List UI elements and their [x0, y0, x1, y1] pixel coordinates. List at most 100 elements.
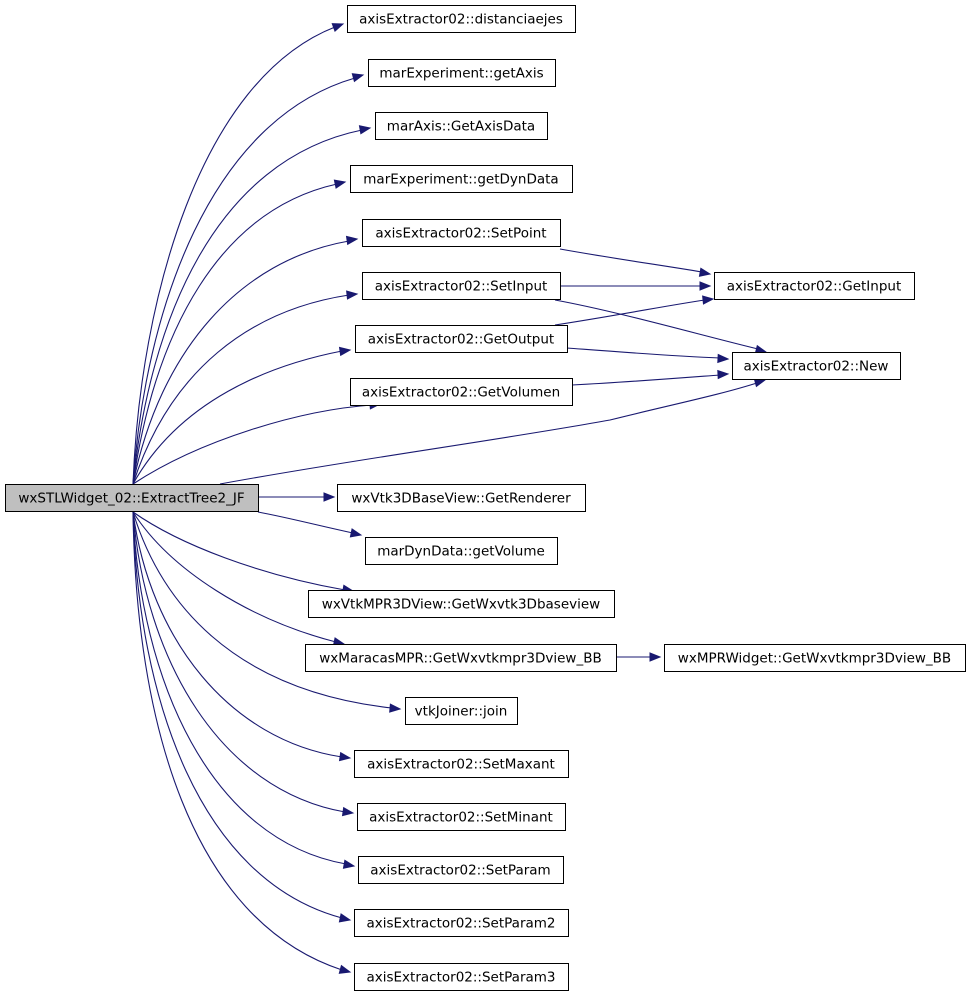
- edge-line: [571, 374, 721, 386]
- node-box: [354, 963, 569, 991]
- arrowhead-icon: [346, 290, 359, 300]
- node-axisdata[interactable]: marAxis::GetAxisData: [375, 112, 548, 140]
- node-dist[interactable]: axisExtractor02::distanciaejes: [347, 5, 576, 33]
- node-label: axisExtractor02::SetPoint: [375, 226, 546, 242]
- node-label: axisExtractor02::GetVolumen: [362, 385, 560, 401]
- node-root[interactable]: wxSTLWidget_02::ExtractTree2_JF: [5, 484, 259, 512]
- node-box: [305, 644, 617, 672]
- edge-root-to-param2: [132, 511, 352, 923]
- node-label: wxSTLWidget_02::ExtractTree2_JF: [18, 491, 244, 507]
- edge-root-to-getaxis: [132, 73, 365, 485]
- node-label: axisExtractor02::SetParam: [370, 863, 550, 879]
- edge-line: [559, 248, 703, 273]
- edge-getvol-to-new: [571, 369, 730, 386]
- node-box: [405, 697, 518, 725]
- arrowhead-icon: [699, 281, 712, 291]
- edge-root-to-param: [132, 511, 356, 869]
- node-label: wxVtk3DBaseView::GetRenderer: [351, 491, 571, 507]
- node-wxvtk3d[interactable]: wxVtkMPR3DView::GetWxvtk3Dbaseview: [308, 590, 615, 618]
- node-label: marExperiment::getDynData: [363, 172, 558, 188]
- arrowhead-icon: [341, 806, 355, 817]
- arrowhead-icon: [702, 295, 715, 305]
- edge-line: [132, 183, 338, 485]
- node-getinput[interactable]: axisExtractor02::GetInput: [714, 272, 915, 300]
- node-box: [350, 378, 573, 406]
- node-label: vtkJoiner::join: [415, 704, 508, 720]
- arrowhead-icon: [331, 23, 345, 33]
- node-box: [355, 325, 568, 353]
- node-label: wxMaracasMPR::GetWxvtkmpr3Dview_BB: [319, 651, 601, 667]
- edge-root-to-maxant: [132, 511, 352, 762]
- edge-line: [132, 129, 363, 485]
- node-getvol[interactable]: axisExtractor02::GetVolumen: [350, 378, 573, 406]
- edge-line: [257, 511, 354, 534]
- edge-maracas-to-mprwidget: [616, 652, 662, 662]
- edge-root-to-volume: [257, 511, 363, 538]
- arrowhead-icon: [345, 235, 359, 246]
- arrowhead-icon: [349, 528, 363, 538]
- node-maxant[interactable]: axisExtractor02::SetMaxant: [354, 750, 569, 778]
- edge-setinput-to-getinput: [560, 281, 712, 291]
- edge-getoutput-to-new: [566, 347, 730, 364]
- node-label: wxVtkMPR3DView::GetWxvtk3Dbaseview: [322, 597, 600, 613]
- node-minant[interactable]: axisExtractor02::SetMinant: [357, 803, 566, 831]
- node-label: axisExtractor02::SetMinant: [369, 810, 553, 826]
- arrowhead-icon: [338, 346, 352, 357]
- edge-line: [132, 511, 343, 919]
- node-param[interactable]: axisExtractor02::SetParam: [358, 856, 564, 884]
- arrowhead-icon: [323, 492, 336, 502]
- node-box: [664, 644, 966, 672]
- node-box: [732, 352, 901, 380]
- node-box: [365, 537, 558, 565]
- node-mprwidget[interactable]: wxMPRWidget::GetWxvtkmpr3Dview_BB: [664, 644, 966, 672]
- arrowhead-icon: [717, 353, 730, 364]
- node-label: axisExtractor02::GetInput: [727, 279, 902, 295]
- node-label: marExperiment::getAxis: [379, 66, 543, 82]
- edge-line: [132, 511, 337, 643]
- edge-line: [132, 240, 350, 485]
- edge-root-to-dist: [132, 23, 345, 485]
- edge-line: [132, 511, 347, 865]
- edge-line: [219, 381, 761, 485]
- node-box: [362, 219, 561, 247]
- edge-line: [554, 299, 706, 326]
- node-dyndata[interactable]: marExperiment::getDynData: [350, 165, 573, 193]
- edge-line: [566, 347, 721, 359]
- node-label: axisExtractor02::SetParam3: [366, 970, 555, 986]
- node-getoutput[interactable]: axisExtractor02::GetOutput: [355, 325, 568, 353]
- node-label: marAxis::GetAxisData: [387, 119, 535, 135]
- node-box: [375, 112, 548, 140]
- edge-line: [132, 511, 343, 971]
- node-setpoint[interactable]: axisExtractor02::SetPoint: [362, 219, 561, 247]
- node-box: [368, 59, 556, 87]
- edge-line: [132, 511, 393, 709]
- edge-setinput-to-new: [554, 299, 768, 355]
- edge-root-to-minant: [132, 511, 355, 817]
- node-maracas[interactable]: wxMaracasMPR::GetWxvtkmpr3Dview_BB: [305, 644, 617, 672]
- node-param3[interactable]: axisExtractor02::SetParam3: [354, 963, 569, 991]
- node-volume[interactable]: marDynData::getVolume: [365, 537, 558, 565]
- arrowhead-icon: [698, 267, 712, 277]
- edge-root-to-param3: [132, 511, 352, 974]
- node-setinput[interactable]: axisExtractor02::SetInput: [362, 272, 561, 300]
- node-param2[interactable]: axisExtractor02::SetParam2: [354, 909, 569, 937]
- node-label: axisExtractor02::SetInput: [375, 279, 548, 295]
- edge-root-to-renderer: [258, 492, 336, 502]
- arrowhead-icon: [351, 73, 365, 83]
- node-label: wxMPRWidget::GetWxvtkmpr3Dview_BB: [678, 651, 951, 667]
- node-box: [358, 856, 564, 884]
- node-getaxis[interactable]: marExperiment::getAxis: [368, 59, 556, 87]
- node-renderer[interactable]: wxVtk3DBaseView::GetRenderer: [337, 484, 586, 512]
- node-box: [350, 165, 573, 193]
- node-label: marDynData::getVolume: [377, 544, 545, 560]
- arrowhead-icon: [358, 125, 372, 135]
- node-join[interactable]: vtkJoiner::join: [405, 697, 518, 725]
- edge-root-to-dyndata: [132, 179, 347, 485]
- node-box: [308, 590, 615, 618]
- node-box: [347, 5, 576, 33]
- node-new[interactable]: axisExtractor02::New: [732, 352, 901, 380]
- arrowhead-icon: [338, 964, 352, 974]
- edge-getoutput-to-getinput: [554, 295, 715, 326]
